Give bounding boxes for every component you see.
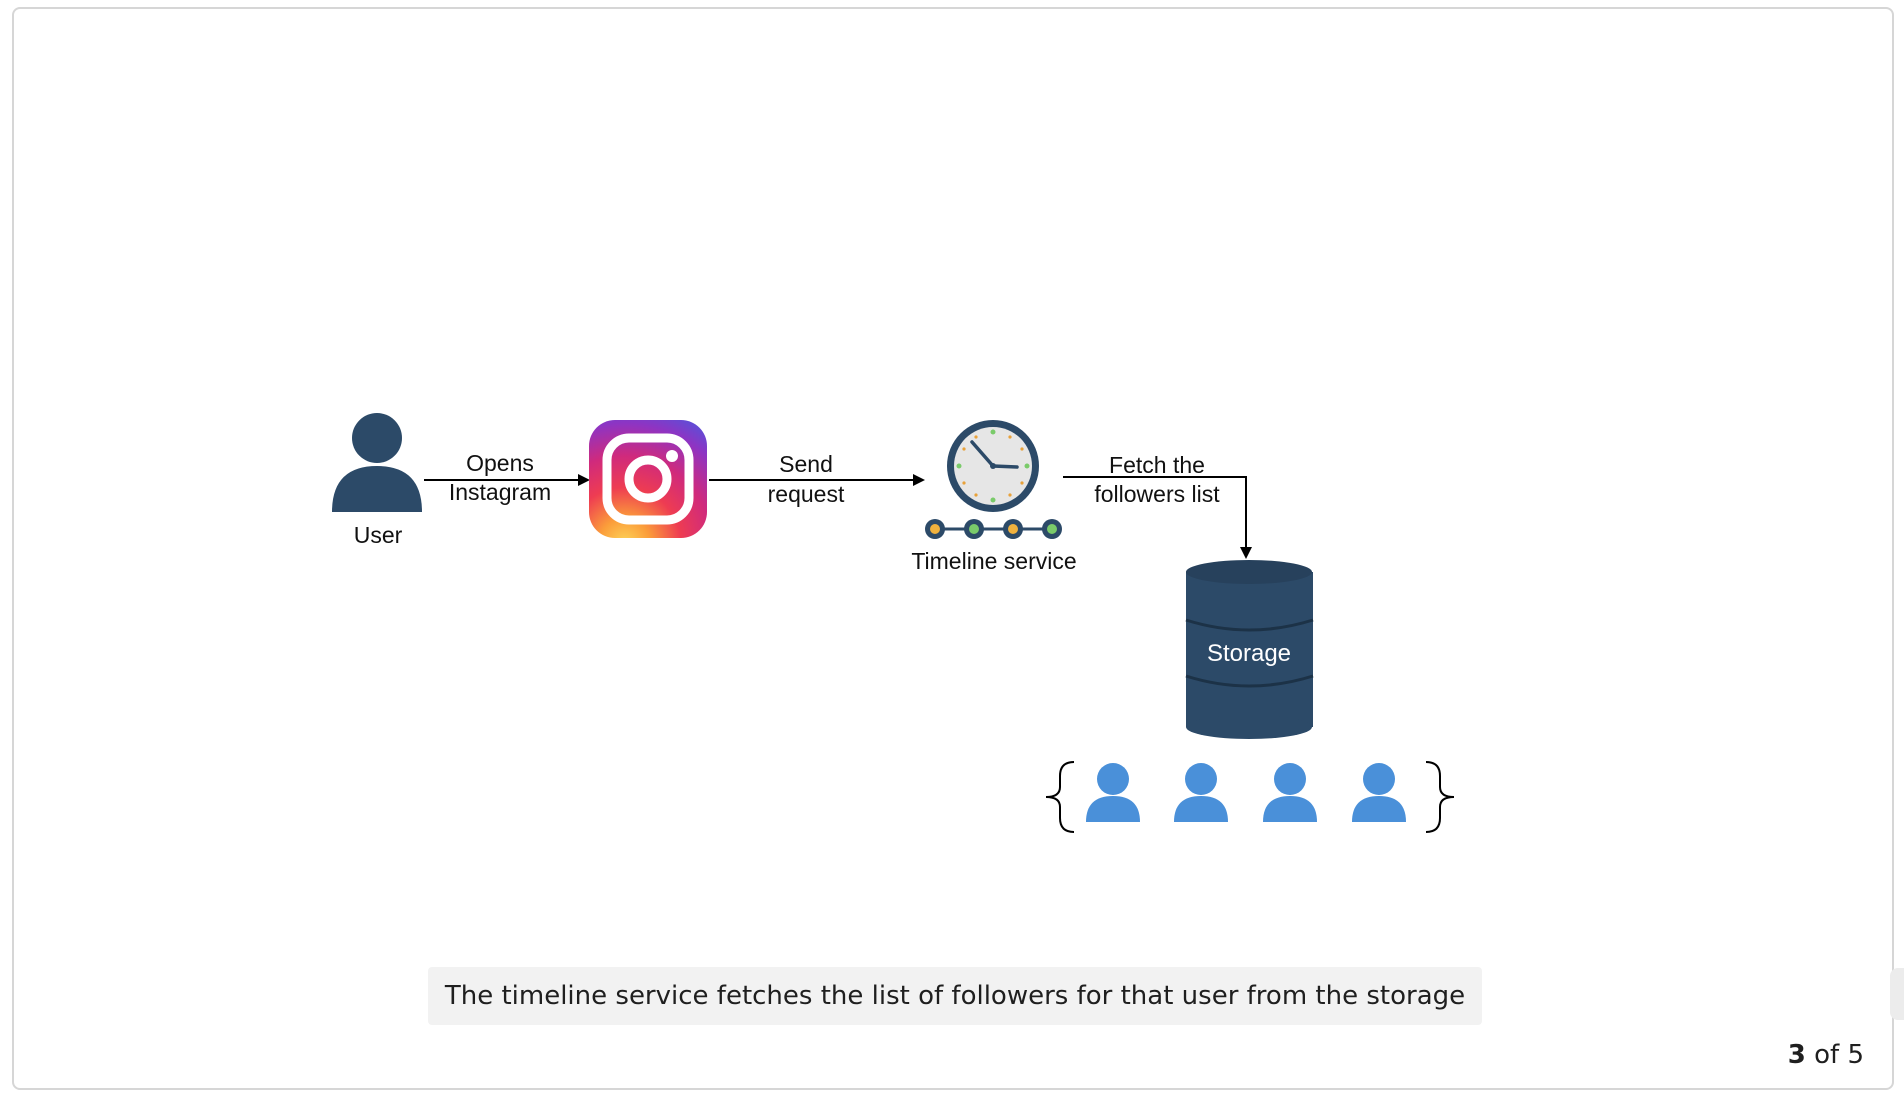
clock-icon xyxy=(947,420,1039,512)
follower-icon xyxy=(1352,763,1406,822)
timeline-service-label: Timeline service xyxy=(911,548,1076,574)
fetch-label-line1: Fetch the xyxy=(1109,452,1205,478)
user-label: User xyxy=(354,522,403,548)
pager-current: 3 xyxy=(1787,1040,1806,1070)
send-label-line1: Send xyxy=(779,451,833,477)
service-status-dots xyxy=(925,519,1062,539)
user-icon xyxy=(332,413,422,512)
opens-label-line2: Instagram xyxy=(449,479,551,505)
left-brace xyxy=(1045,761,1075,833)
pager-suffix: of 5 xyxy=(1805,1040,1864,1070)
caption-text: The timeline service fetches the list of… xyxy=(444,981,1466,1011)
user-node: User xyxy=(332,413,422,548)
instagram-icon xyxy=(589,420,707,538)
storage-database-icon: Storage xyxy=(1185,560,1314,739)
follower-icon xyxy=(1086,763,1140,822)
storage-label: Storage xyxy=(1207,640,1291,667)
follower-icon xyxy=(1174,763,1228,822)
opens-label-line1: Opens xyxy=(466,450,534,476)
slide-frame xyxy=(12,7,1894,1090)
right-brace xyxy=(1425,761,1455,833)
arrow-fetch-followers xyxy=(1063,476,1252,559)
followers-list xyxy=(1045,761,1455,833)
slide-pager: 3 of 5 xyxy=(1788,1040,1864,1070)
slide-caption: The timeline service fetches the list of… xyxy=(428,967,1482,1025)
timeline-service-node: Timeline service xyxy=(911,420,1077,574)
next-slide-handle[interactable] xyxy=(1890,968,1904,1020)
fetch-label-line2: followers list xyxy=(1094,481,1220,507)
send-label-line2: request xyxy=(768,481,845,507)
follower-icon xyxy=(1263,763,1317,822)
